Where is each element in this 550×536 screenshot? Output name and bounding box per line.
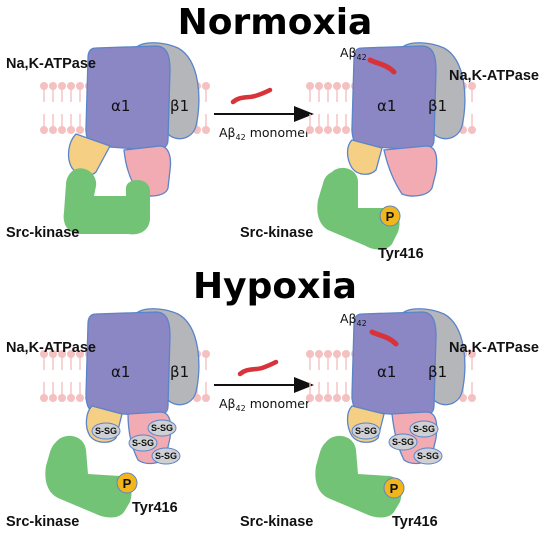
nak-atpase-label-hypoxia-right: Na,K-ATPase [449,340,539,356]
ssg-label: S-SG [392,437,414,447]
src-kinase [317,167,400,250]
title-normoxia: Normoxia [178,2,373,43]
ssg-group: S-SG S-SG S-SG S-SG [351,420,443,465]
alpha1-label: α1 [111,363,130,381]
phospho-badge [383,477,405,499]
ssg-group: S-SG S-SG S-SG S-SG [91,419,181,465]
phospho-label: P [390,481,399,496]
tyr416-label-hypoxia-left: Tyr416 [132,500,178,516]
phospho-label: P [123,476,132,491]
alpha1-label: α1 [377,97,396,115]
src-kinase-label-hypoxia-left: Src-kinase [6,514,79,530]
src-kinase-label-hypoxia-right: Src-kinase [240,514,313,530]
src-kinase [315,435,402,518]
ssg-label: S-SG [413,424,435,434]
panel-normoxia-right: P α1 β1 [306,42,476,250]
abeta-bound [369,329,399,347]
arrow-hypoxia: Aβ42 monomer [214,359,314,413]
alpha1-label: α1 [111,97,130,115]
arrow-normoxia: Aβ42 monomer [214,87,314,142]
abeta-monomer [237,359,279,377]
pink-domain [383,145,438,197]
src-kinase [45,435,132,518]
src-kinase-label: Src-kinase [6,225,79,241]
ab42-label-normoxia: Aβ42 [340,45,367,62]
alpha1-label: α1 [377,363,396,381]
src-kinase-label-right: Src-kinase [240,225,313,241]
beta1-label: β1 [170,363,189,381]
src-kinase [63,168,150,235]
tyr416-label-normoxia: Tyr416 [378,246,424,262]
yellow-domain [67,133,111,177]
title-hypoxia: Hypoxia [193,266,357,307]
panel-normoxia-left: α1 β1 Na,K-ATPase Src-kinase [6,42,210,241]
panel-hypoxia-right: P S-SG S-SG S-SG S-SG α1 β1 [306,308,476,518]
beta1-label: β1 [428,97,447,115]
phospho-label: P [386,209,395,224]
nak-atpase-label-hypoxia-left: Na,K-ATPase [6,340,96,356]
nak-atpase-label: Na,K-ATPase [6,56,96,72]
ssg-label: S-SG [355,426,377,436]
nak-atpase-label-right: Na,K-ATPase [449,68,539,84]
beta1-label: β1 [170,97,189,115]
ssg-label: S-SG [151,423,173,433]
phospho-badge [116,472,138,494]
ssg-label: S-SG [417,451,439,461]
tyr416-label-hypoxia-right: Tyr416 [392,514,438,530]
panel-hypoxia-left: P S-SG S-SG S-SG S-SG α1 β1 [40,308,210,518]
monomer-label: Aβ42 monomer [219,125,311,142]
monomer-label: Aβ42 monomer [219,396,311,413]
abeta-bound [367,57,397,75]
beta1-label: β1 [428,363,447,381]
ssg-label: S-SG [132,438,154,448]
abeta-monomer [230,87,273,105]
yellow-domain [346,139,383,175]
ssg-label: S-SG [155,451,177,461]
ab42-label-hypoxia: Aβ42 [340,311,367,328]
ssg-label: S-SG [95,426,117,436]
phospho-badge [379,205,401,227]
